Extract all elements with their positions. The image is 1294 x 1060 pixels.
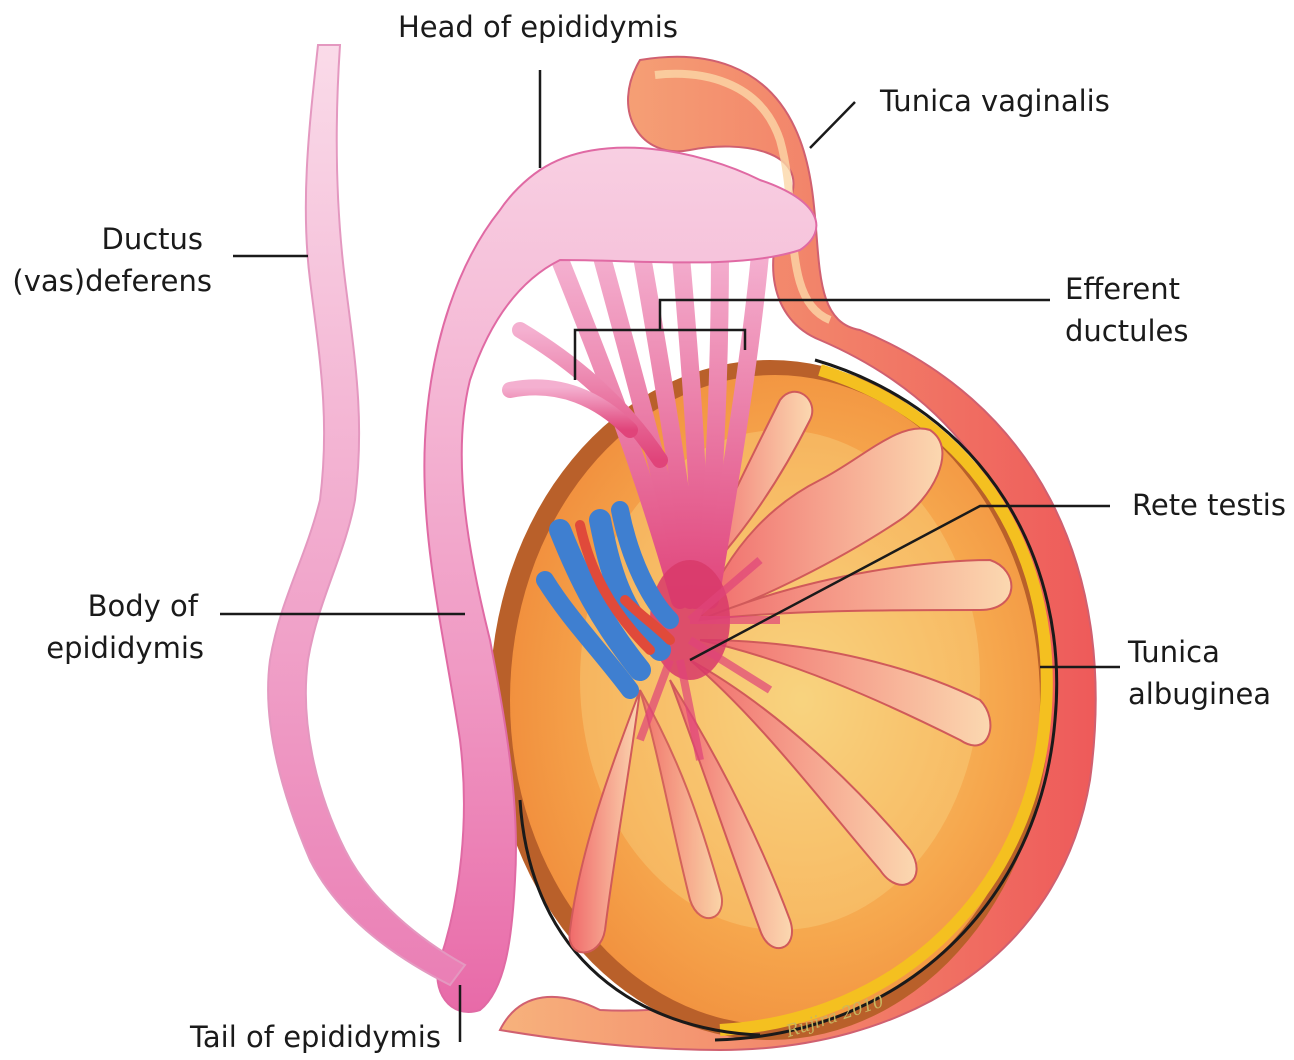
label-head-of-epididymis: Head of epididymis xyxy=(398,6,678,48)
label-tunica-albuginea-line2: albuginea xyxy=(1128,673,1271,715)
label-tail-of-epididymis: Tail of epididymis xyxy=(190,1016,441,1058)
label-rete-testis: Rete testis xyxy=(1132,484,1286,526)
label-efferent-line2: ductules xyxy=(1065,310,1189,352)
label-tunica-albuginea-line1: Tunica xyxy=(1128,631,1220,673)
label-efferent-line1: Efferent xyxy=(1065,268,1180,310)
label-tunica-vaginalis: Tunica vaginalis xyxy=(880,80,1110,122)
label-body-line2: epididymis xyxy=(0,627,204,669)
leader-tunica-vaginalis xyxy=(810,102,855,148)
label-ductus-line1: Ductus xyxy=(0,218,203,260)
label-body-line1: Body of xyxy=(0,585,198,627)
label-ductus-line2: (vas)deferens xyxy=(0,260,212,302)
